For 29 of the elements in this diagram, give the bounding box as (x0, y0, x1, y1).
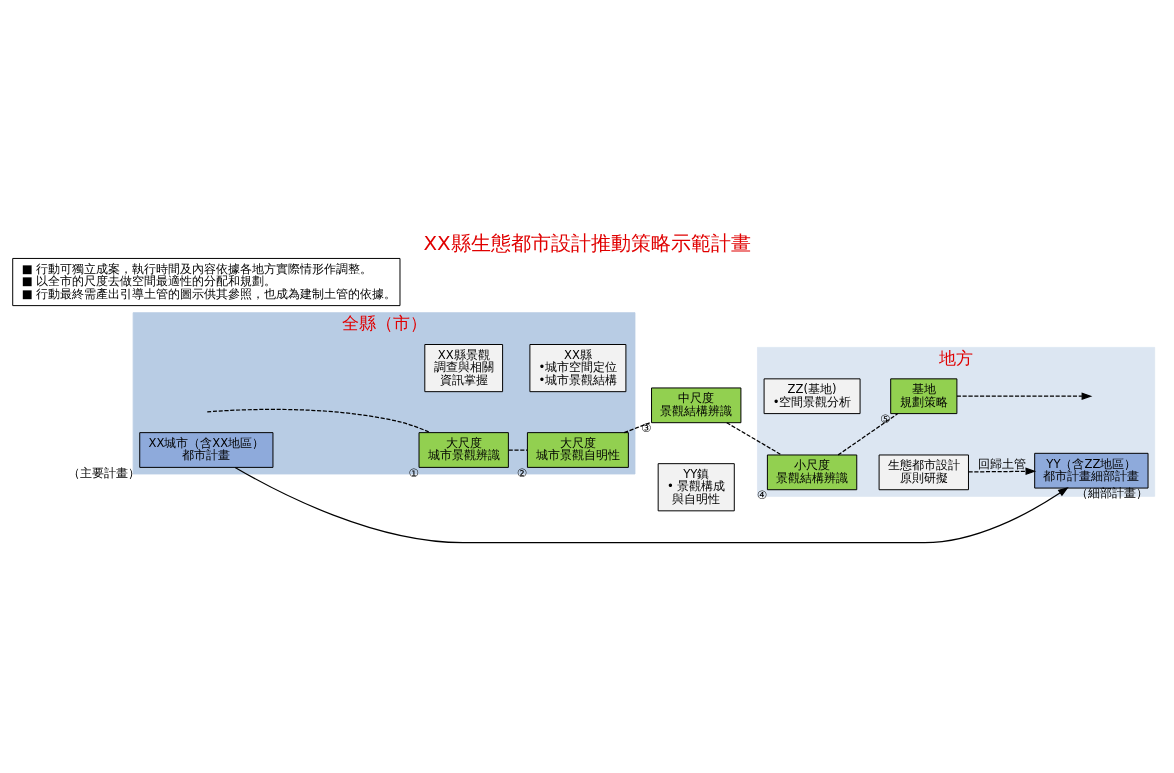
connector (206, 408, 431, 434)
node-box: YY鎮 • 景觀構成與自明性 (657, 463, 735, 512)
node-box: 生態都市設計原則研擬 (878, 454, 969, 491)
node-box: 基地 規劃策略 (890, 378, 958, 415)
node-label: （細部計畫） (1076, 486, 1149, 501)
arrow (234, 466, 1069, 544)
edge-label: 回歸土管 (977, 457, 1026, 472)
node-label: ② (516, 465, 528, 480)
node-box: 大尺度 城市景觀辨識 (418, 432, 509, 468)
diagram-title: XX縣生態都市設計推動策略示範計畫 (423, 231, 751, 255)
node-label: ⑤ (880, 411, 891, 426)
node-box: ZZ(基地) •空間景觀分析 (763, 378, 861, 415)
connector (623, 421, 653, 434)
arrow (968, 467, 1037, 476)
node-label: ① (408, 465, 419, 480)
connector (837, 413, 899, 456)
node-label: ④ (756, 488, 768, 502)
node-box: XX縣 •城市空間定位 •城市景觀結構 (529, 344, 627, 393)
node-label: （主要計畫） (68, 465, 141, 480)
arrow (956, 392, 1093, 400)
node-label: ③ (640, 420, 652, 435)
node-box: 小尺度 景觀結構辨識 (766, 454, 858, 491)
node-box: ■ 行動可獨立成案，執行時間及內容依據各地方實際情形作調整。 ■ 以全市的尺度去做空間最適性的分配和規劃。 ■ 行動最終需產出引導土管的圖示供其參照，也成為建制土管的依據。 (12, 257, 401, 307)
connector (726, 422, 782, 456)
node-box: XX城市（含XX地區）都市計畫 (139, 432, 274, 468)
connector (508, 449, 528, 451)
node-box: 中尺度 景觀結構辨識 (651, 387, 742, 424)
node-box: XX縣景觀調查與相關資訊掌握 (424, 344, 504, 393)
node-box: 大尺度 城市景觀自明性 (526, 432, 629, 468)
